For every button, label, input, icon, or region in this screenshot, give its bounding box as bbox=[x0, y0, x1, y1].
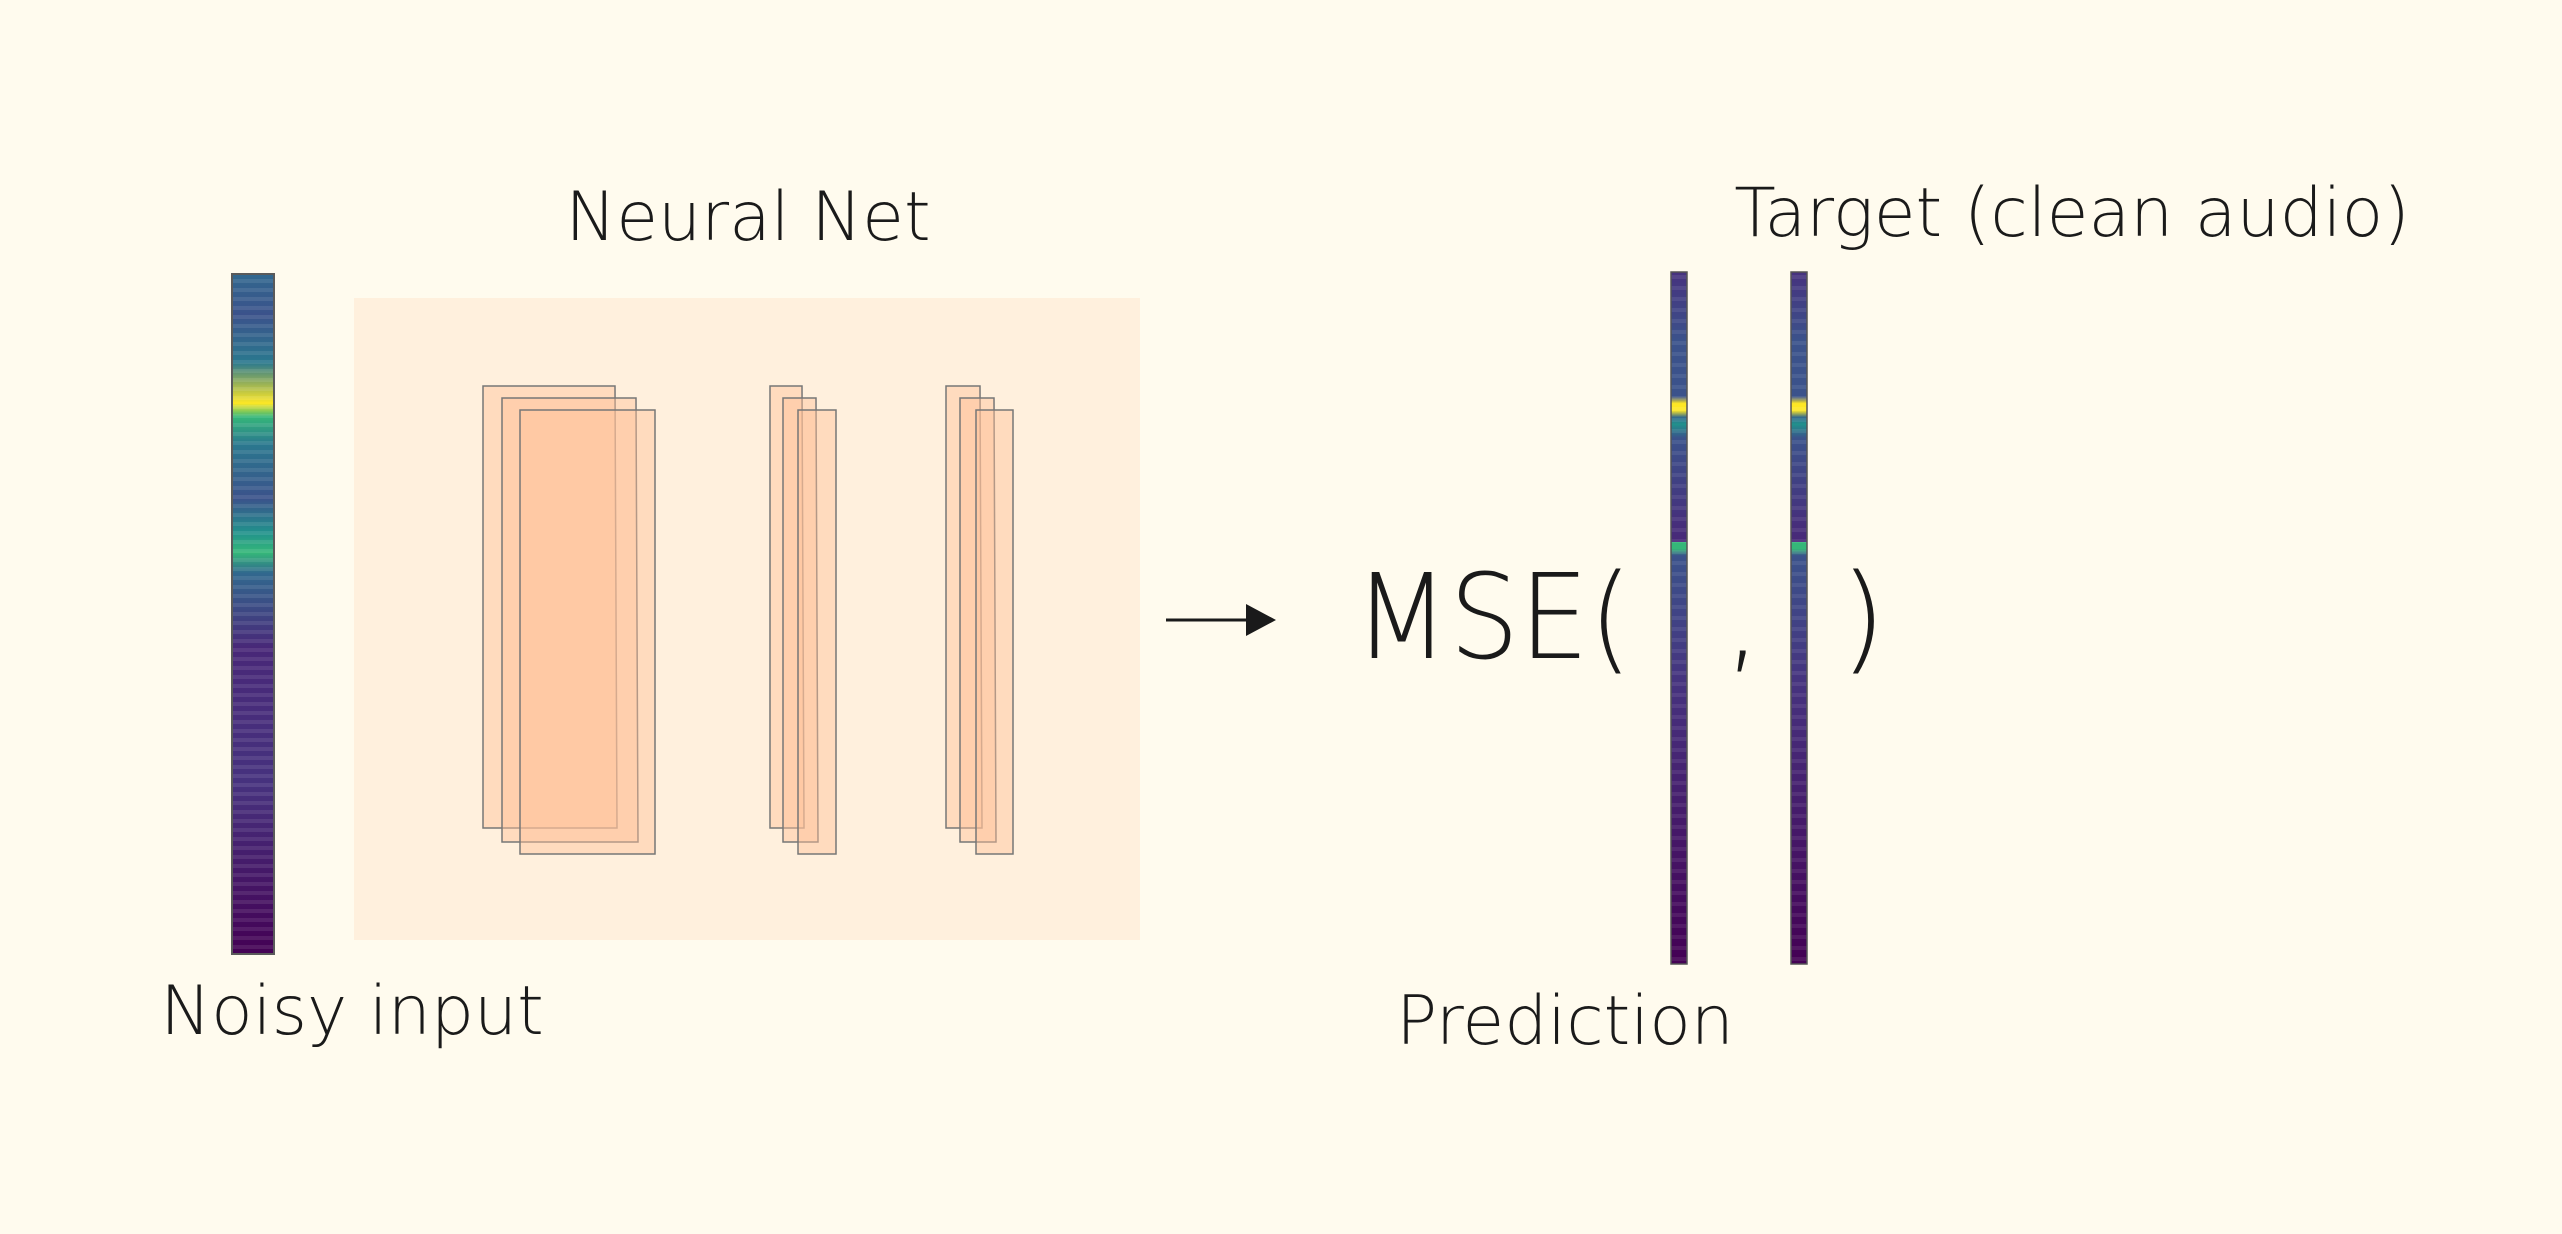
mse-function-label: MSE( bbox=[1354, 548, 1632, 686]
noisy-input-label: Noisy input bbox=[160, 972, 544, 1051]
right-arrow-icon bbox=[1166, 604, 1276, 636]
layer-group-1 bbox=[482, 385, 656, 855]
prediction-spectrogram bbox=[1670, 271, 1688, 965]
neural-net-label: Neural Net bbox=[565, 178, 930, 257]
target-label: Target (clean audio) bbox=[1734, 174, 2410, 253]
prediction-label: Prediction bbox=[1396, 982, 1734, 1061]
neural-net-panel bbox=[354, 298, 1140, 940]
target-spectrogram bbox=[1790, 271, 1808, 965]
mse-comma: , bbox=[1724, 548, 1762, 686]
mse-close-paren: ) bbox=[1840, 548, 1886, 686]
noisy-input-spectrogram bbox=[231, 273, 275, 955]
layer-group-2 bbox=[769, 385, 837, 855]
layer-group-3 bbox=[945, 385, 1014, 855]
